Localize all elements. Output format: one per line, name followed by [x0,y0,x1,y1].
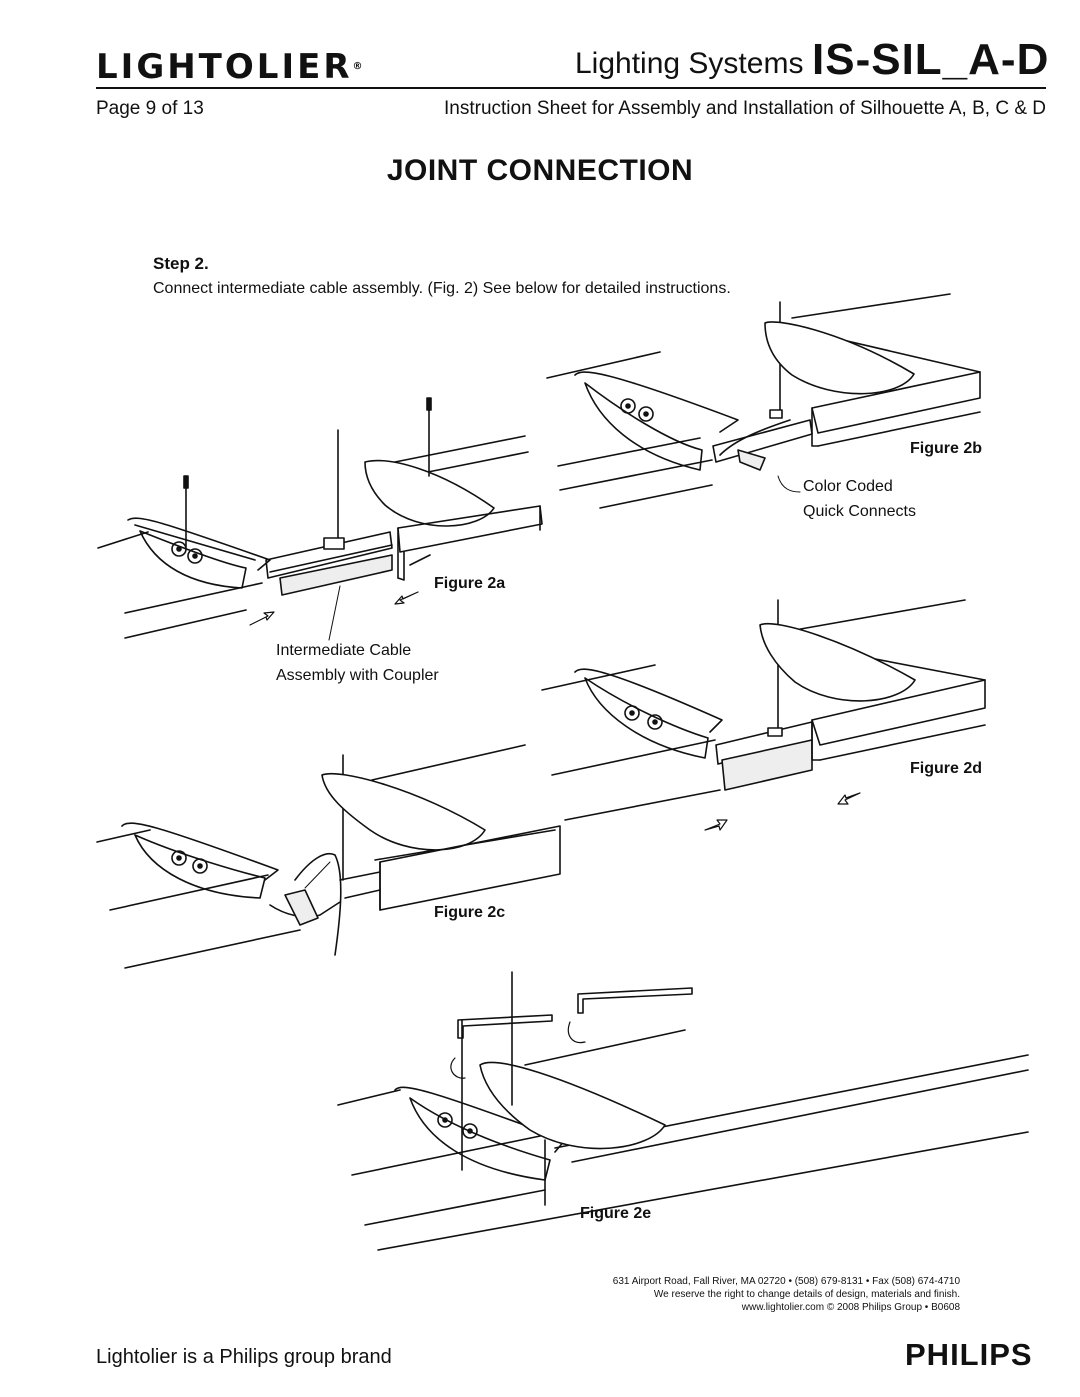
document-code: IS-SIL_A-D [812,35,1050,84]
step-label: Step 2. [153,254,209,273]
lightolier-logo: LIGHTOLIER® [96,47,363,87]
figure-2a-drawing [97,397,543,641]
callout-quick-connects: Color Coded Quick Connects [803,478,916,520]
figure-2b-label: Figure 2b [910,440,983,457]
figure-2d-label: Figure 2d [910,760,983,777]
page-number: Page 9 of 13 [96,98,204,119]
figure-2b-drawing [546,293,981,509]
system-label: Lighting Systems [575,47,804,80]
figure-2c-label: Figure 2c [434,904,506,921]
figure-2c-drawing [96,744,561,969]
footer-disclaimer: We reserve the right to change details o… [653,1289,960,1300]
callout-intermediate-cable: Intermediate Cable Assembly with Coupler [276,642,439,684]
header-rule [96,87,1046,89]
footer-address: 631 Airport Road, Fall River, MA 02720 •… [612,1276,960,1287]
footer-contact: 631 Airport Road, Fall River, MA 02720 •… [490,1275,960,1314]
brand-statement: Lightolier is a Philips group brand [96,1346,392,1368]
step-instruction: Connect intermediate cable assembly. (Fi… [153,280,731,297]
footer-website: www.lightolier.com © 2008 Philips Group … [741,1302,960,1313]
figure-2a-label: Figure 2a [434,575,506,592]
document-subtitle: Instruction Sheet for Assembly and Insta… [444,98,1046,119]
figure-2d-drawing [541,599,986,831]
section-title: JOINT CONNECTION [386,154,694,187]
figure-2e-drawing [337,971,1029,1251]
philips-logo: PHILIPS [905,1337,1033,1372]
figure-2e-label: Figure 2e [580,1205,652,1222]
